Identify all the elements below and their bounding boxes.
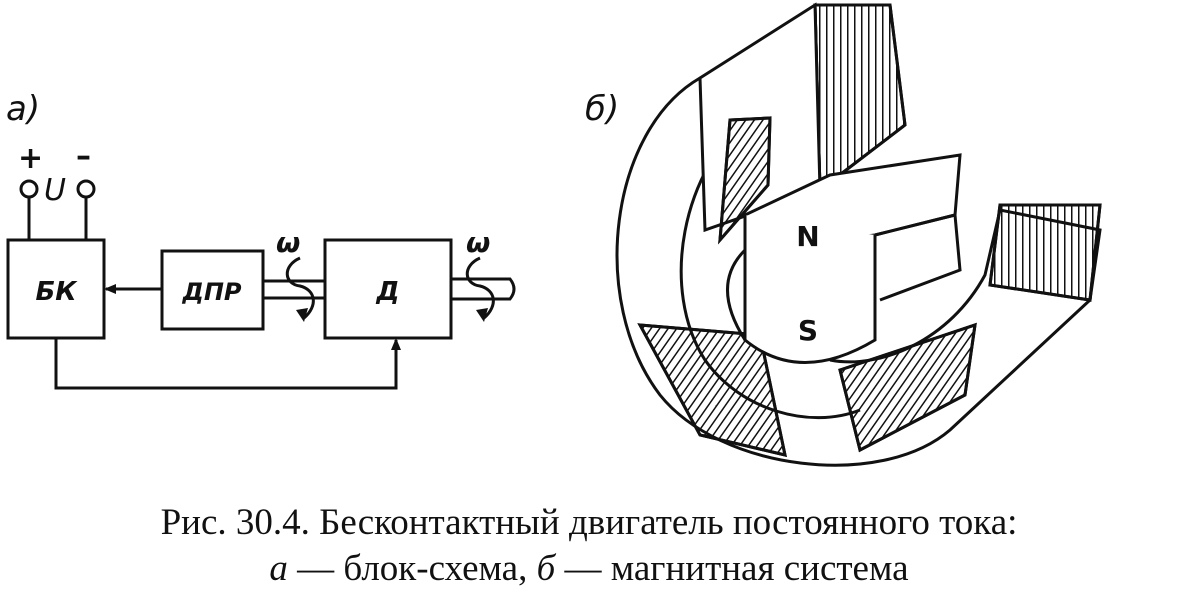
minus-sign: – xyxy=(76,139,91,174)
minus-terminal xyxy=(76,179,96,199)
block-d-label: Д xyxy=(375,277,399,307)
figure-caption: Рис. 30.4. Бесконтактный двигатель посто… xyxy=(0,500,1178,592)
caption-b-letter: б xyxy=(536,548,556,589)
omega-2: ω xyxy=(466,226,490,259)
block-bk-label: БК xyxy=(35,277,78,307)
feedback-line xyxy=(54,338,401,390)
rotation-arrow-1 xyxy=(285,256,315,320)
upper-pole-block xyxy=(813,3,907,193)
caption-a-text: — блок-схема, xyxy=(287,548,537,589)
block-diagram: а) + – U БК ДПР Д ω ω xyxy=(6,89,516,390)
plus-terminal xyxy=(19,179,39,199)
magnetic-system: б) N S xyxy=(585,2,1102,467)
rotation-arrow-2 xyxy=(465,256,495,320)
block-dpr-label: ДПР xyxy=(181,278,241,306)
panel-a-label: а) xyxy=(6,89,40,129)
omega-1: ω xyxy=(276,226,300,259)
caption-line-1: Рис. 30.4. Бесконтактный двигатель посто… xyxy=(160,502,1018,543)
pole-s: S xyxy=(798,314,818,347)
right-pole-block xyxy=(988,203,1102,302)
plus-sign: + xyxy=(18,141,43,176)
figure-drawing: а) + – U БК ДПР Д ω ω б) xyxy=(6,2,1102,467)
caption-b-text: — магнитная система xyxy=(555,548,909,589)
caption-line-2: а — блок-схема, б — магнитная система xyxy=(0,546,1178,592)
voltage-label: U xyxy=(44,173,66,208)
caption-a-letter: а xyxy=(269,548,288,589)
block-d xyxy=(323,238,453,340)
pole-n: N xyxy=(796,220,819,253)
panel-b-label: б) xyxy=(585,89,619,129)
